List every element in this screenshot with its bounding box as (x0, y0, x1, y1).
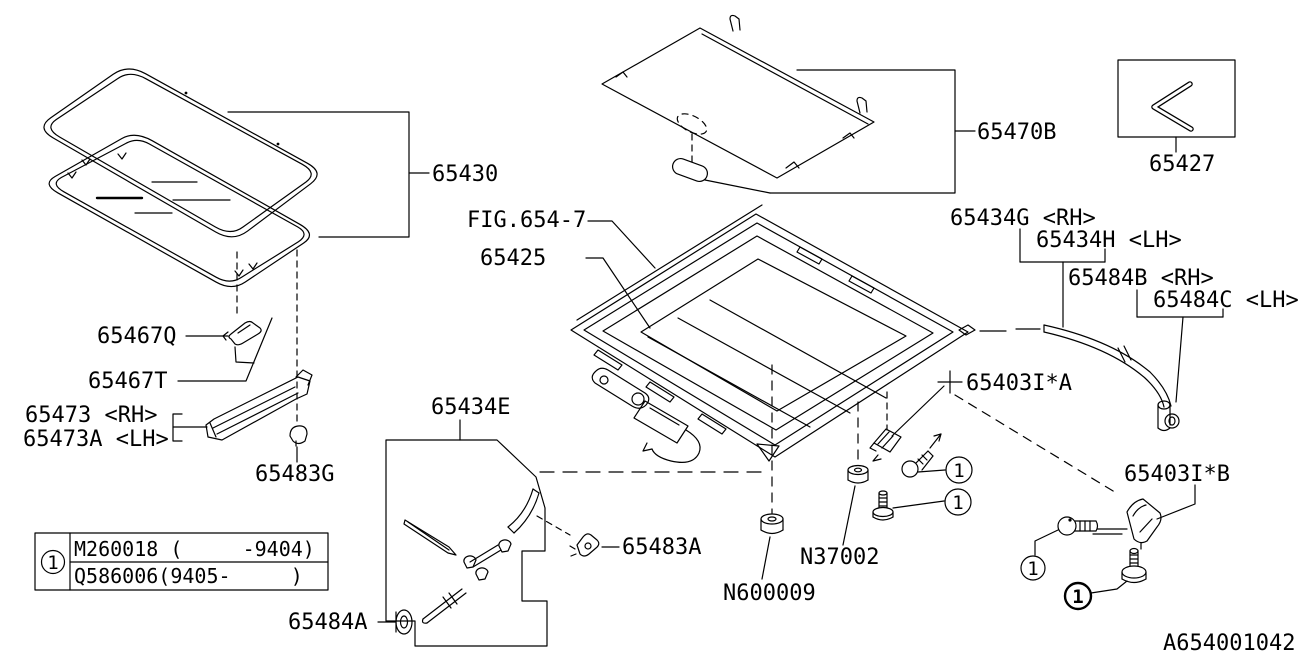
drain-hose (1043, 324, 1172, 408)
glass-panel-assembly: 65430 (43, 68, 498, 288)
label-hose-b-rh: 65484B <RH> (1068, 266, 1214, 291)
label-bracket-65467t: 65467T (88, 369, 167, 394)
frame-corner-tab (958, 324, 976, 336)
label-bracket-65403ib: 65403I*B (1124, 462, 1230, 487)
left-small-parts: 65467Q 65467T 65473 <RH> 65473A <LH> 654… (23, 249, 334, 487)
sunshade-handle (672, 157, 708, 183)
label-grommet-65484a: 65484A (288, 610, 367, 635)
bracket-65467t (234, 346, 255, 364)
clip-65467q (222, 320, 262, 346)
drive-motor-unit (591, 367, 701, 463)
callout-1-upper: 1 (945, 456, 973, 484)
callout-1-upper-num: 1 (953, 460, 964, 482)
label-rail-rh: 65473 <RH> (25, 403, 157, 428)
clip-65483g (289, 425, 308, 447)
leader-65470b (769, 69, 956, 194)
label-drain-g-rh: 65434G <RH> (950, 206, 1096, 231)
frame-slots (593, 246, 875, 435)
label-rail-lh: 65473A <LH> (23, 427, 169, 452)
label-hose-c-lh: 65484C <LH> (1153, 288, 1299, 313)
table-callout-1: 1 (40, 549, 66, 575)
center-fasteners: N600009 N37002 (539, 364, 879, 606)
glass-reflection-lines (95, 181, 231, 214)
drain-kit-65434e: 65434E 65484A (288, 395, 701, 647)
label-nut-n37002: N37002 (800, 545, 879, 570)
sunshade-assembly: 65470B (601, 14, 1056, 194)
frame-corner-arrow (756, 443, 780, 462)
label-clip-65483a: 65483A (622, 535, 701, 560)
wire-clip-box: 65427 (1117, 59, 1236, 177)
label-clip-65467q: 65467Q (97, 324, 176, 349)
grommet-65484a (395, 609, 413, 635)
bracket-65403ib-group: 65403I*B 1 (1020, 462, 1230, 611)
drain-clips (463, 539, 512, 581)
label-nut-n600009: N600009 (723, 581, 816, 606)
nut-n600009 (760, 513, 784, 535)
panel-tick-marks (67, 91, 280, 277)
table-row-early: M260018 ( -9404) (74, 537, 315, 561)
label-drain-set-65434e: 65434E (431, 395, 510, 420)
bracket-65403ia (869, 428, 902, 453)
bracket-65403ia-group: 65403I*A 1 (869, 370, 1119, 521)
drain-nozzle (1157, 400, 1180, 432)
table-callout-num: 1 (47, 552, 58, 574)
callout-1-right-thin: 1 (1020, 555, 1046, 581)
bolt-upper (901, 450, 934, 478)
drain-tube-right: 65434G <RH> 65434H <LH> 65484B <RH> 6548… (950, 206, 1299, 432)
bolt-lower (872, 490, 894, 521)
bolt-bottom (1121, 547, 1147, 584)
nut-n37002 (847, 464, 869, 484)
table-row-late: Q586006(9405- ) (74, 564, 303, 588)
label-drain-h-lh: 65434H <LH> (1036, 228, 1182, 253)
usage-table: 1 M260018 ( -9404) Q586006(9405- ) (34, 532, 329, 591)
doc-id: A654001042 (1163, 631, 1295, 653)
clip-65483a (569, 533, 600, 557)
bracket-65403ib (1126, 498, 1162, 544)
handle-cutout (676, 113, 708, 135)
frame-assembly: FIG.654-7 65425 (467, 204, 976, 463)
label-glass-65430: 65430 (432, 162, 498, 187)
callout-1-mid: 1 (944, 488, 972, 516)
callout-1-right-bold: 1 (1063, 581, 1093, 611)
bolt-side (1057, 516, 1099, 536)
label-clip-65483g: 65483G (255, 462, 334, 487)
rail-65473 (205, 369, 313, 441)
label-bracket-65403ia: 65403I*A (966, 371, 1072, 396)
label-figure-ref: FIG.654-7 (467, 208, 586, 233)
label-wire-clip-65427: 65427 (1149, 152, 1215, 177)
callout-1-mid-num: 1 (952, 492, 963, 514)
label-lid-65425: 65425 (480, 246, 546, 271)
drain-kit-outline (385, 439, 548, 647)
callout-1-right-thin-num: 1 (1027, 558, 1038, 580)
leader-65430 (227, 111, 410, 238)
wire-clip-shape (1151, 81, 1194, 132)
label-sunshade-65470b: 65470B (977, 120, 1056, 145)
callout-1-right-bold-num: 1 (1072, 586, 1083, 608)
